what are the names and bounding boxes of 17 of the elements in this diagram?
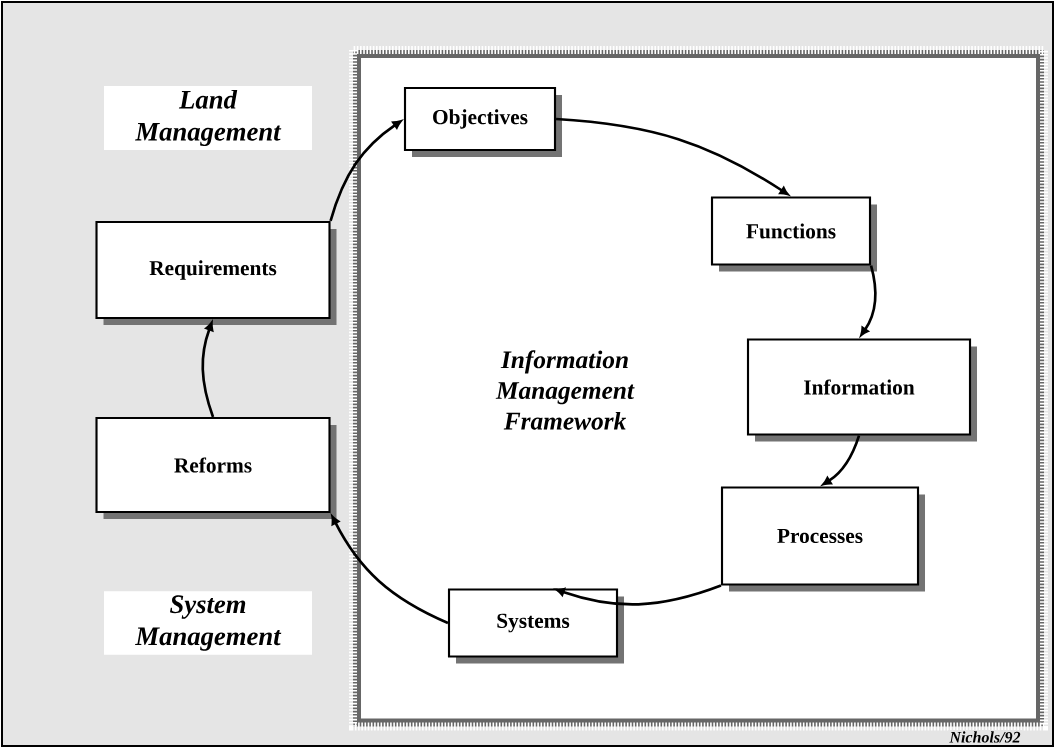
author-label: Nichols/92 [948,730,1022,744]
process-box: Information [746,338,977,442]
arrow [860,265,877,337]
process-box: Systems [447,588,624,664]
process-box: Reforms [95,416,337,519]
process-box: Objectives [403,86,562,157]
arrow [329,120,402,222]
heading-label: System Management [104,591,312,655]
arrow [555,584,722,606]
process-box: Processes [720,486,925,592]
process-box: Requirements [95,220,337,325]
process-box: Functions [710,196,877,272]
arrow [822,435,861,486]
arrow [201,321,215,418]
heading-label: Land Management [104,85,312,151]
arrow [331,515,449,625]
arrow [555,117,789,196]
